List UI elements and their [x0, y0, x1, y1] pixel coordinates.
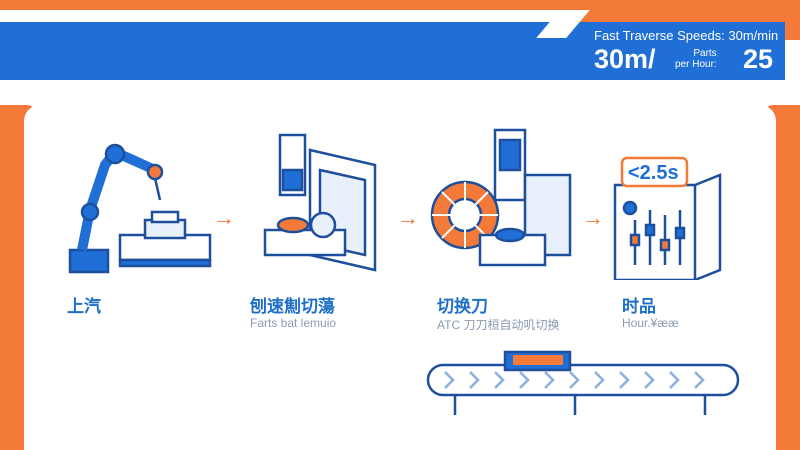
step-3-title: 切换刀: [437, 297, 488, 316]
header-banner: [0, 22, 785, 80]
parts-per-hour-value: 25: [743, 44, 774, 74]
traverse-speed-title: Fast Traverse Speeds: 30m/min: [594, 28, 779, 43]
control-panel-icon: [613, 156, 722, 280]
step-3-subtitle: ATC 刀刀桓自动叽切换: [437, 318, 560, 332]
cycle-time-badge: <2.5s: [628, 162, 679, 184]
step-4-subtitle: Hour.¥ææ: [622, 316, 679, 330]
flow-arrow-1: →: [213, 205, 235, 230]
banner-gap: [0, 10, 565, 22]
milling-machine-icon: [263, 133, 377, 272]
conveyor-belt-icon: [426, 350, 740, 415]
step-4-title: 时品: [622, 297, 656, 316]
top-accent-stripe: [0, 0, 800, 10]
speed-value: 30m/: [594, 44, 656, 74]
robot-arm-icon: [68, 143, 212, 274]
step-2-subtitle: Farts bat lemuio: [250, 316, 337, 330]
step-1-title: 上汽: [67, 297, 101, 316]
flow-arrow-2: →: [397, 205, 419, 230]
parts-label-line2: per Hour:: [675, 59, 717, 70]
parts-per-hour-label: Parts per Hour:: [675, 48, 717, 70]
flow-arrow-3: →: [582, 205, 604, 230]
step-2-title: 刨速劁切蕩: [250, 297, 335, 316]
parts-label-line1: Parts: [693, 48, 717, 59]
tool-changer-icon: [430, 128, 572, 267]
